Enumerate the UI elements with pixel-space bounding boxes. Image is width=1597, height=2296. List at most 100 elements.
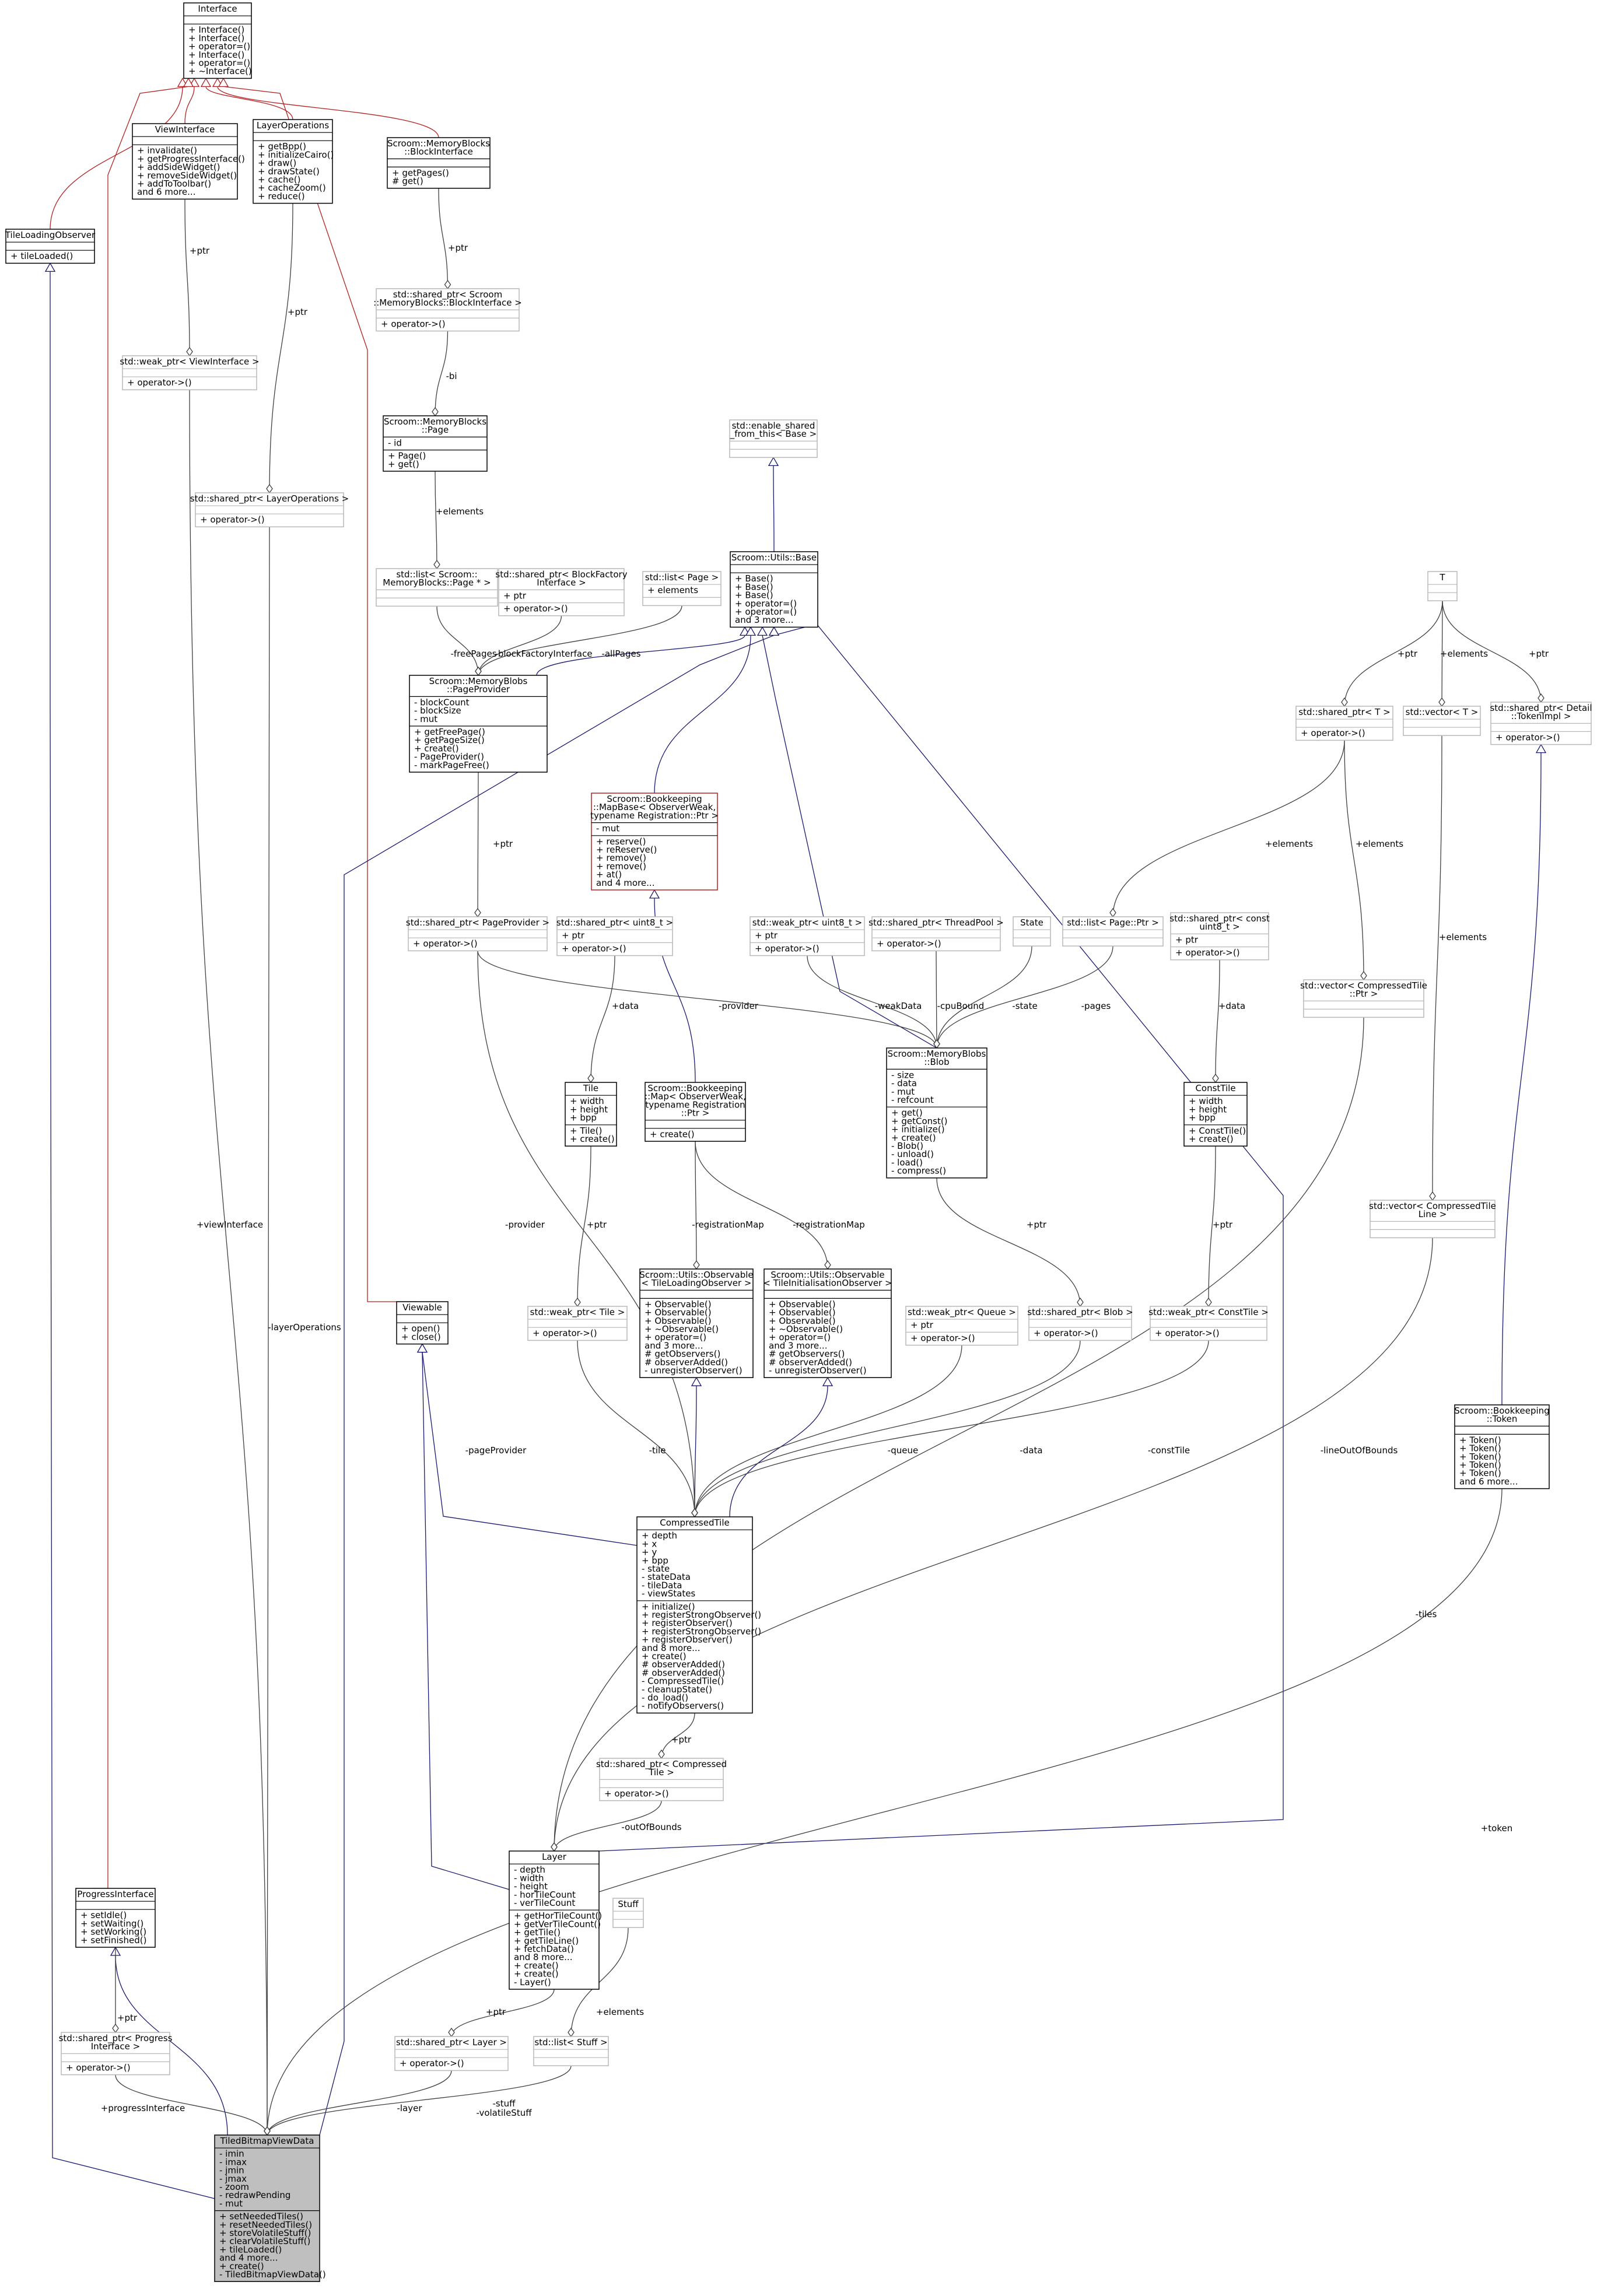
class-method: - load() (891, 1157, 923, 1168)
class-method: + ~Observable() (645, 1324, 719, 1334)
association-edge (451, 1989, 555, 2037)
class-method: + initializeCairo() (258, 149, 334, 160)
class-method: + operator->() (1301, 728, 1365, 738)
class-attribute: + height (570, 1104, 608, 1114)
class-name-line: LayerOperations (257, 120, 329, 131)
class-method: # getObservers() (769, 1349, 845, 1359)
class-attribute: + ptr (503, 590, 527, 601)
edge-label: -constTile (1148, 1445, 1190, 1456)
class-attribute: - stateData (642, 1572, 691, 1582)
class-name-line: Scroom::MemoryBlobs (429, 676, 528, 686)
class-method: + Observable() (645, 1299, 712, 1309)
class-name-line: std::list< Stuff > (534, 2037, 607, 2048)
class-box-sp-uint8: std::shared_ptr< uint8_t >+ ptr+ operato… (556, 916, 673, 956)
class-box-tiledbitmap: TiledBitmapViewData- imin- imax- jmin- j… (214, 2134, 326, 2282)
class-box-tile: Tile+ width+ height+ bpp+ Tile()+ create… (565, 1082, 617, 1147)
class-method: + operator->() (1175, 948, 1240, 958)
edge-label: -weakData (875, 1001, 922, 1011)
labels-layer: +ptr+ptr+ptr-bi+elements-freePages-block… (101, 243, 1549, 2118)
class-box-frame (1170, 912, 1269, 961)
class-name-line: std::vector< CompressedTile (1369, 1201, 1496, 1211)
association-edge (478, 615, 562, 676)
class-box-frame (639, 1268, 754, 1378)
class-method: + operator=() (769, 1332, 831, 1342)
composition-diamond (1077, 1297, 1084, 1308)
class-box-frame (642, 571, 722, 607)
composition-diamond (1109, 907, 1116, 918)
composition-diamond (1212, 1073, 1219, 1084)
class-method: + reduce() (258, 191, 305, 201)
class-box-frame (871, 916, 1001, 952)
class-name-line: std::weak_ptr< Queue > (908, 1307, 1016, 1318)
class-box-sp-compressedtile: std::shared_ptr< CompressedTile >+ opera… (596, 1758, 727, 1801)
class-method: and 6 more... (1459, 1476, 1518, 1487)
edge-label: -registrationMap (692, 1219, 764, 1230)
class-method: + Interface() (188, 50, 244, 60)
class-method: and 8 more... (514, 1952, 572, 1962)
edge-label: +ptr (288, 307, 308, 317)
class-attribute: - verTileCount (514, 1898, 575, 1908)
class-box-frame (1303, 979, 1424, 1018)
class-method: - Blob() (891, 1141, 923, 1151)
association-edge (267, 2066, 572, 2136)
class-box-wp-tile: std::weak_ptr< Tile >+ operator->() (527, 1306, 628, 1341)
association-edge (1208, 1146, 1216, 1307)
class-method: + operator=() (735, 598, 797, 609)
class-name-line: std::shared_ptr< Compressed (596, 1759, 727, 1770)
class-box-viewable: Viewable+ open()+ close() (396, 1301, 449, 1345)
class-box-token: Scroom::Bookkeeping::Token+ Token()+ Tok… (1454, 1404, 1550, 1489)
class-method: + getTileLine() (514, 1936, 579, 1946)
association-edge (435, 471, 437, 569)
class-method: + setIdle() (80, 1910, 127, 1920)
class-method: + operator->() (1155, 1328, 1220, 1338)
class-method: and 3 more... (769, 1340, 827, 1351)
inheritance-arrowhead (200, 78, 212, 87)
class-name-line: Scroom::MemoryBlocks (387, 138, 490, 149)
class-box-frame (75, 1888, 156, 1948)
class-name-line: std::list< Scroom:: (396, 569, 477, 580)
edge-label: -state (1012, 1001, 1037, 1011)
class-method: + initialize() (891, 1124, 945, 1135)
class-method: + setNeededTiles() (219, 2211, 303, 2222)
inheritance-arrowhead (745, 626, 757, 636)
class-name-line: Stuff (618, 1899, 639, 1909)
class-box-frame (122, 355, 257, 391)
class-name-line: ProgressInterface (77, 1889, 153, 1899)
class-box-frame (886, 1047, 987, 1179)
class-method: + open() (401, 1323, 440, 1334)
class-method: - PageProvider() (414, 752, 484, 762)
association-edge (590, 955, 615, 1083)
inheritance-arrowhead (768, 457, 779, 467)
inheritance-edge (773, 465, 775, 552)
class-name-line: MemoryBlocks::Page * > (383, 577, 491, 588)
class-name-line: std::shared_ptr< const (1169, 913, 1270, 924)
class-box-mapbase: Scroom::Bookkeeping::MapBase< ObserverWe… (590, 793, 719, 891)
edge-label: -blockFactoryInterface (495, 649, 592, 659)
edge-label: -registrationMap (793, 1219, 865, 1230)
class-name-line: std::shared_ptr< Layer > (396, 2037, 507, 2048)
class-method: - unregisterObserver() (645, 1365, 743, 1376)
class-box-progressinterface: ProgressInterface+ setIdle()+ setWaiting… (75, 1888, 156, 1948)
class-box-frame (183, 2, 252, 79)
association-edge (267, 2070, 452, 2136)
class-box-blockinterface: Scroom::MemoryBlocks::BlockInterface+ ge… (387, 137, 491, 189)
class-name-line: Scroom::Utils::Observable (639, 1270, 753, 1280)
class-box-sp-threadpool: std::shared_ptr< ThreadPool >+ operator-… (868, 916, 1004, 952)
class-attribute: + ptr (910, 1320, 934, 1330)
class-attribute: + width (570, 1096, 604, 1106)
class-attribute: - depth (514, 1864, 545, 1875)
composition-diamond (1429, 1191, 1436, 1201)
association-edge (1112, 740, 1345, 917)
association-edge (936, 1177, 1081, 1307)
class-method: + at() (596, 870, 622, 880)
class-method: and 6 more... (137, 187, 195, 197)
class-name-line: Interface (198, 3, 237, 14)
class-method: + operator->() (503, 604, 568, 614)
class-box-frame (905, 1306, 1018, 1346)
class-attribute: - viewStates (642, 1589, 695, 1599)
class-attribute: + y (642, 1547, 657, 1558)
composition-diamond (1341, 697, 1348, 707)
class-box-frame (509, 1850, 600, 1990)
